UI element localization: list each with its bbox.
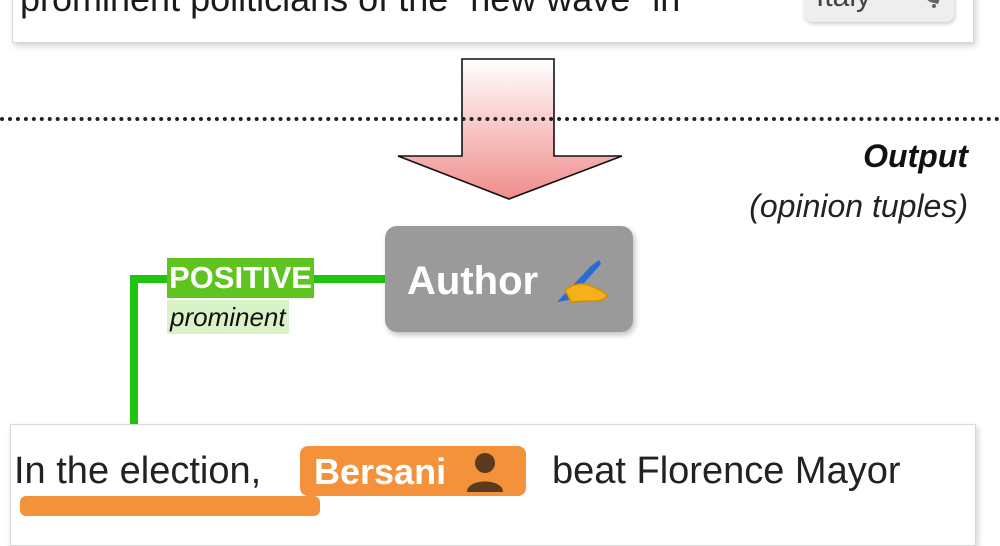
sentence-prefix: In the election, (14, 450, 262, 492)
polarity-label: POSITIVE (167, 258, 314, 298)
entity-chip-label: Italy (816, 0, 871, 14)
italy-map-icon (927, 0, 940, 8)
entity-chip-label: Bersani (314, 451, 447, 492)
entity-chip-cropped (20, 496, 320, 516)
author-label: Author (407, 259, 539, 303)
output-title: Output (863, 138, 968, 174)
sentence-suffix: beat Florence Mayor (552, 450, 901, 492)
writing-hand-icon (557, 260, 608, 303)
processing-arrow (397, 58, 623, 200)
author-node: Author (385, 226, 633, 332)
entity-chip-bersani: Bersani (300, 446, 526, 496)
output-subtitle: (opinion tuples) (749, 188, 968, 224)
entity-chip-italy: Italy (804, 0, 954, 22)
section-separator (0, 117, 1000, 121)
input-sentence-text: prominent politicians of the “new wave” … (20, 0, 680, 20)
expression-label: prominent (167, 300, 289, 334)
person-icon (467, 453, 503, 492)
